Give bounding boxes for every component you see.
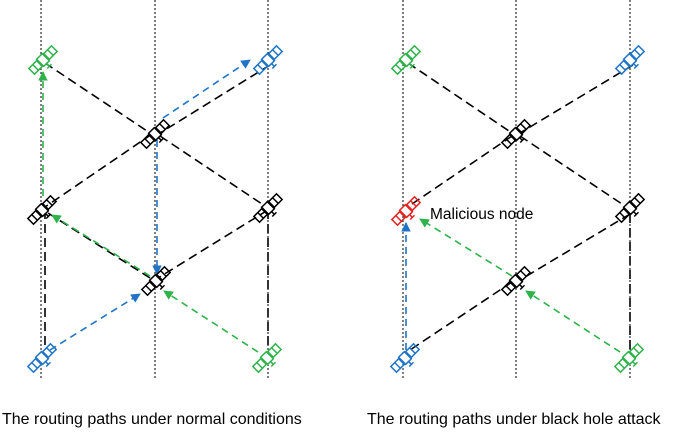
link — [44, 133, 153, 208]
link — [411, 135, 513, 205]
isl-links — [407, 62, 634, 351]
blue-arrow — [49, 293, 141, 351]
link — [159, 135, 266, 207]
satellite-icon — [252, 44, 286, 78]
link — [519, 213, 631, 281]
link — [519, 64, 634, 134]
malicious-satellite-icon — [390, 195, 424, 229]
green-path — [419, 218, 621, 353]
caption-black-hole-attack: The routing paths under black hole attac… — [367, 411, 661, 428]
green-arrow — [525, 290, 621, 353]
satellite-icon — [390, 44, 424, 78]
satellite-icon — [140, 265, 174, 299]
satellite-icon — [26, 342, 60, 376]
link — [519, 135, 626, 207]
blue-arrow — [162, 59, 251, 119]
satellite-icon — [252, 192, 286, 226]
link — [157, 209, 269, 279]
link — [409, 281, 513, 351]
blue-path — [49, 59, 251, 351]
orbit-lines — [40, 0, 269, 380]
satellite-icon — [26, 194, 60, 228]
panel-normal-conditions — [26, 0, 286, 380]
link — [44, 62, 151, 134]
satellite-icon — [614, 44, 648, 78]
satellite-icon — [614, 192, 648, 226]
orbit-lines — [402, 0, 631, 380]
satellite-icon — [500, 118, 534, 152]
satellite-icon — [500, 265, 534, 299]
green-arrow — [51, 214, 151, 277]
caption-normal-conditions: The routing paths under normal condition… — [2, 411, 302, 428]
green-path — [38, 71, 259, 353]
green-arrow — [419, 218, 513, 277]
panel-black-hole-attack: Malicious node — [389, 0, 648, 380]
link — [407, 62, 513, 134]
link — [159, 64, 271, 134]
green-arrow — [163, 290, 259, 353]
malicious-node-label: Malicious node — [430, 206, 533, 223]
satellite-icon — [27, 44, 61, 78]
